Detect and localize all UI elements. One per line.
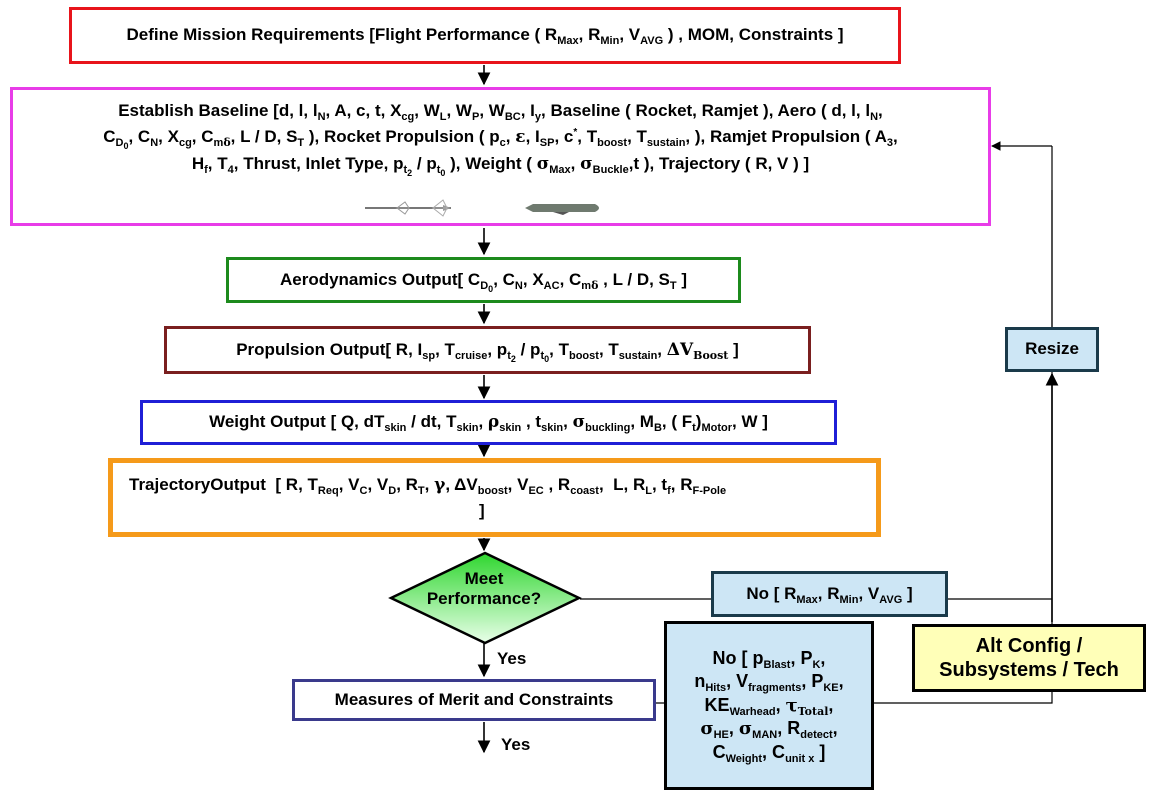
meet-performance-diamond (388, 551, 582, 645)
missile-outline-icon (365, 199, 451, 217)
no-performance-text: No [ RMax, RMin, VAVG ] (746, 583, 913, 606)
mission-requirements-text: Define Mission Requirements [Flight Perf… (126, 25, 844, 48)
ramjet-missile-icon (525, 204, 599, 215)
weight-output-box: Weight Output [ Q, dTskin / dt, Tskin, ρ… (140, 400, 837, 445)
mission-requirements-box: Define Mission Requirements [Flight Perf… (69, 7, 901, 64)
weight-output-text: Weight Output [ Q, dTskin / dt, Tskin, ρ… (209, 412, 768, 435)
aerodynamics-output-text: Aerodynamics Output[ CD0, CN, XAC, Cmδ ,… (279, 269, 688, 294)
no-merit-box: No [ pBlast, PK, nHits, Vfragments, PKE,… (664, 621, 874, 790)
propulsion-output-text: Propulsion Output[ R, Isp, Tcruise, pt2 … (236, 339, 739, 364)
yes-label-decision: Yes (497, 649, 527, 668)
performance-line: Performance? (426, 589, 542, 609)
alt-config-line: Alt Config / (975, 635, 1083, 657)
no-performance-box: No [ RMax, RMin, VAVG ] (711, 571, 948, 617)
aerodynamics-output-box: Aerodynamics Output[ CD0, CN, XAC, Cmδ ,… (226, 257, 741, 303)
resize-box: Resize (1005, 327, 1099, 372)
alt-config-box: Alt Config / Subsystems / Tech (912, 624, 1146, 692)
mission-prefix: Define Mission Requirements [Flight Perf… (126, 25, 558, 45)
meet-performance-label: Meet Performance? (398, 569, 570, 610)
resize-label: Resize (1025, 339, 1079, 359)
meet-line: Meet (464, 569, 504, 588)
merit-constraints-label: Measures of Merit and Constraints (334, 689, 614, 709)
subsystems-tech-line: Subsystems / Tech (939, 659, 1119, 681)
baseline-box: Establish Baseline [d, l, lN, A, c, t, X… (10, 87, 991, 226)
trajectory-output-text: TrajectoryOutput [ R, TReq, VC, VD, RT, … (129, 474, 727, 521)
mission-suffix: , MOM, Constraints ] (673, 25, 844, 45)
baseline-text: Establish Baseline [d, l, lN, A, c, t, X… (103, 101, 898, 178)
trajectory-output-box: TrajectoryOutput [ R, TReq, VC, VD, RT, … (108, 458, 881, 537)
alt-config-text: Alt Config / Subsystems / Tech (939, 634, 1119, 682)
yes-label-merit: Yes (501, 735, 531, 754)
merit-constraints-box: Measures of Merit and Constraints (292, 679, 656, 721)
propulsion-output-box: Propulsion Output[ R, Isp, Tcruise, pt2 … (164, 326, 811, 374)
no-merit-text: No [ pBlast, PK, nHits, Vfragments, PKE,… (694, 648, 844, 765)
